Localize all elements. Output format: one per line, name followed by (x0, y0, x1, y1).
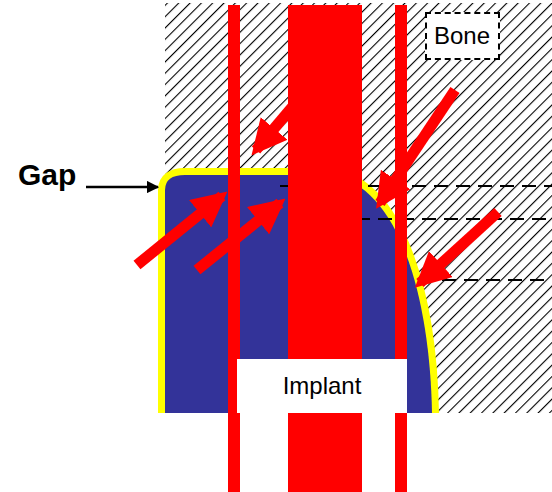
node-text: Implant (283, 374, 362, 398)
gap-pointer (86, 186, 158, 189)
node-text: Bone (434, 24, 490, 48)
bone-label-box: Bone (425, 12, 500, 60)
red-bars (228, 5, 407, 492)
implant-label-box: Implant (237, 359, 407, 413)
gap-label: Gap (18, 160, 76, 190)
